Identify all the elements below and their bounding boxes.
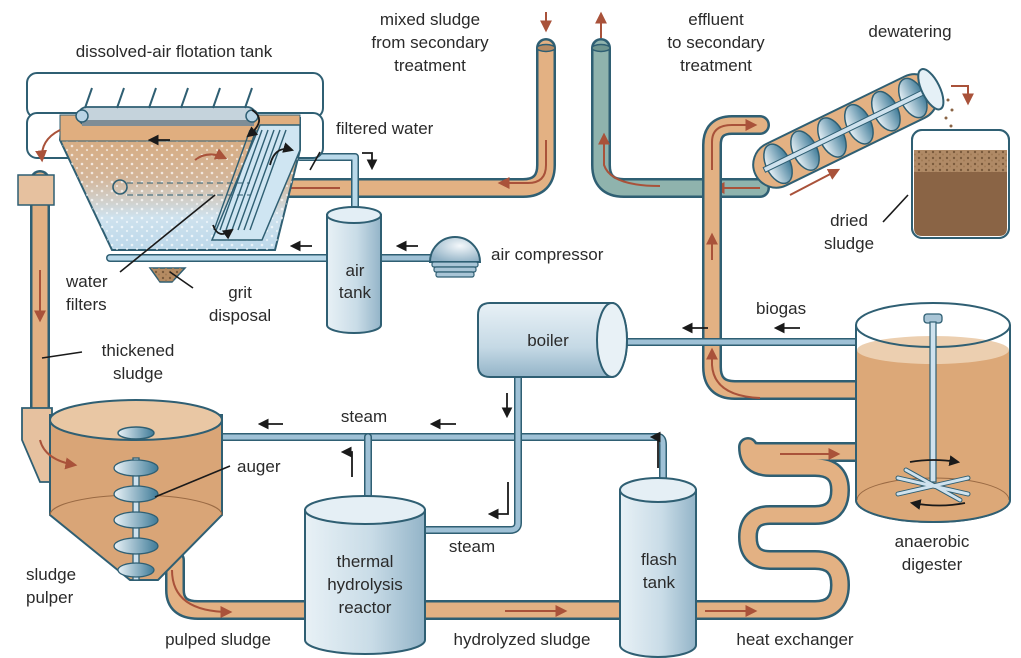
- label-thermal-hydrolysis-1: thermal: [337, 552, 394, 571]
- label-effluent-3: treatment: [680, 56, 752, 75]
- air-tank: [326, 206, 382, 334]
- boiler-steam-pipe: [411, 368, 522, 534]
- label-anaerobic-digester-2: digester: [902, 555, 963, 574]
- label-steam-mid: steam: [449, 537, 495, 556]
- label-mixed-sludge-1: mixed sludge: [380, 10, 480, 29]
- label-pulped-sludge: pulped sludge: [165, 630, 271, 649]
- label-hydrolyzed-sludge: hydrolyzed sludge: [453, 630, 590, 649]
- boiler: [477, 302, 628, 378]
- label-grit-disposal-2: disposal: [209, 306, 271, 325]
- label-air-compressor: air compressor: [491, 245, 604, 264]
- label-air-tank-2: tank: [339, 283, 372, 302]
- dissolved-air-flotation-tank: [26, 72, 324, 283]
- label-dried-sludge-1: dried: [830, 211, 868, 230]
- label-thermal-hydrolysis-3: reactor: [339, 598, 392, 617]
- digested-sludge-pipe: [702, 115, 870, 400]
- water-filters-plates: [210, 124, 301, 241]
- label-mixed-sludge-3: treatment: [394, 56, 466, 75]
- label-steam-top: steam: [341, 407, 387, 426]
- label-mixed-sludge-2: from secondary: [371, 33, 489, 52]
- label-water-filters-1: water: [65, 272, 108, 291]
- thermal-hydrolysis-reactor: [304, 495, 426, 655]
- label-dried-sludge-2: sludge: [824, 234, 874, 253]
- label-water-filters-2: filters: [66, 295, 107, 314]
- label-effluent-2: to secondary: [667, 33, 765, 52]
- steam-header-pipe: [211, 433, 667, 509]
- label-auger: auger: [237, 457, 281, 476]
- label-sludge-pulper-1: sludge: [26, 565, 76, 584]
- mixed-sludge-inlet-pipe: [260, 12, 556, 198]
- label-grit-disposal-1: grit: [228, 283, 252, 302]
- digester-mixer: [895, 313, 971, 503]
- label-boiler: boiler: [527, 331, 569, 350]
- skimmer-conveyor: [75, 87, 259, 126]
- label-dewatering: dewatering: [868, 22, 951, 41]
- pulped-sludge-pipe: [165, 550, 320, 620]
- heat-exchanger-pipe: [685, 437, 870, 620]
- air-compressor: [428, 236, 482, 278]
- flow-arrows: [257, 152, 800, 520]
- label-heat-exchanger: heat exchanger: [736, 630, 854, 649]
- label-flash-tank-2: tank: [643, 573, 676, 592]
- thickened-sludge-pipe: [17, 170, 55, 430]
- dried-sludge-bin: [911, 129, 1010, 239]
- label-anaerobic-digester-1: anaerobic: [895, 532, 970, 551]
- label-thermal-hydrolysis-2: hydrolysis: [327, 575, 403, 594]
- leader-lines: [41, 151, 909, 498]
- sludge-pulper: [21, 399, 223, 581]
- flash-tank: [619, 477, 697, 658]
- label-effluent-1: effluent: [688, 10, 744, 29]
- label-sludge-pulper-2: pulper: [26, 588, 74, 607]
- label-biogas: biogas: [756, 299, 806, 318]
- label-thickened-sludge-1: thickened: [102, 341, 175, 360]
- anaerobic-digester: [855, 302, 1011, 523]
- effluent-outlet-pipe: [591, 11, 770, 198]
- dewatering-screw: [752, 68, 945, 189]
- hydrolyzed-sludge-pipe: [410, 600, 635, 620]
- label-thickened-sludge-2: sludge: [113, 364, 163, 383]
- label-air-tank-1: air: [346, 261, 365, 280]
- auger-screw: [113, 457, 159, 581]
- label-filtered-water: filtered water: [336, 119, 434, 138]
- label-dissolved-air-flotation-tank: dissolved-air flotation tank: [76, 42, 273, 61]
- label-flash-tank-1: flash: [641, 550, 677, 569]
- labels: dissolved-air flotation tank mixed sludg…: [26, 10, 970, 649]
